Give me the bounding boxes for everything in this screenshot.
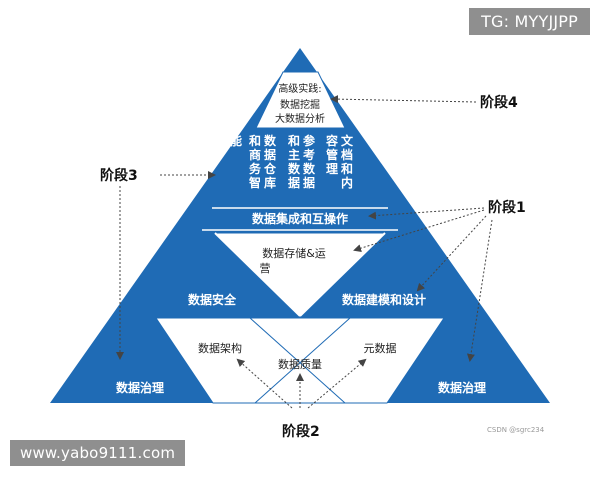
stage-2-label: 阶段2 (282, 423, 320, 440)
lower-center-label: 数据质量 (278, 357, 322, 371)
band-label: 数据集成和互操作 (252, 211, 348, 226)
arrow-stage2-right (307, 358, 367, 409)
mid-left-label: 数据安全 (188, 292, 237, 307)
stage-1-label: 阶段1 (488, 199, 526, 216)
corner-right-label: 数据治理 (438, 380, 486, 395)
stage-4-label: 阶段4 (480, 94, 518, 111)
apex-line-2: 数据挖掘 (280, 98, 320, 111)
arrow-stage1-upper (353, 209, 485, 253)
arrow-stage1-band (368, 207, 485, 220)
stage-3-label: 阶段3 (100, 167, 138, 184)
arrow-stage1-right (416, 215, 487, 292)
diag-left-line (214, 232, 301, 317)
upper-inverted-line-1: 数据存储&运 (262, 246, 326, 260)
csdn-credit: CSDN @sgrc234 (487, 426, 545, 434)
vertical-labels-group: 能和商务智数据仓库和主数据参考数据容管理文档和内 (230, 133, 354, 190)
mid-right-label: 数据建模和设计 (342, 292, 426, 307)
vertical-label-7: 文档和内 (340, 133, 354, 190)
corner-left-label: 数据治理 (116, 380, 164, 395)
watermark-top: TG: MYYJJPP (469, 8, 590, 35)
upper-inverted-line-2: 营 (260, 261, 271, 275)
trapezoid-x-line-1 (249, 317, 346, 404)
vertical-label-5: 参考数据 (303, 133, 316, 190)
vertical-label-3: 数据仓库 (263, 133, 277, 190)
arrow-stage2-left (236, 358, 293, 409)
apex-line-1: 高级实践: (278, 82, 321, 95)
vertical-label-1: 能 (230, 133, 242, 148)
lower-left-label: 数据架构 (198, 341, 242, 355)
pyramid-body (50, 48, 550, 403)
arrow-stage4 (330, 95, 477, 104)
diag-right-line (299, 232, 386, 317)
dotted-arrows (116, 95, 493, 409)
apex-line-3: 大数据分析 (275, 112, 325, 125)
apex-box (255, 71, 346, 129)
vertical-label-4: 和主数据 (287, 133, 301, 190)
lower-trapezoid (155, 317, 445, 404)
vertical-label-6: 容管理 (325, 133, 338, 176)
lower-right-label: 元数据 (364, 341, 397, 355)
vertical-label-2: 和商务智 (248, 133, 262, 190)
watermark-bottom: www.yabo9111.com (10, 440, 186, 466)
